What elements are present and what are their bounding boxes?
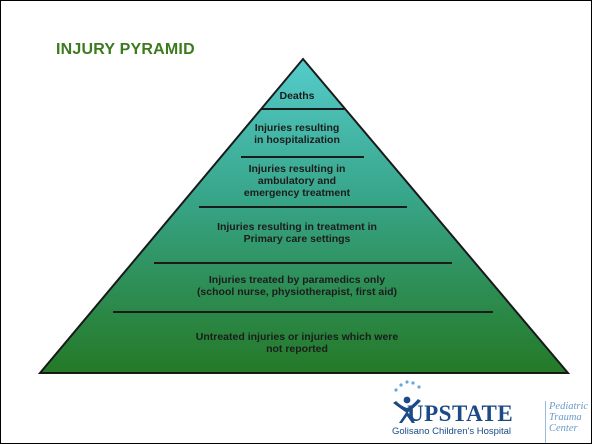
- level-line: (school nurse, physiotherapist, first ai…: [196, 286, 398, 298]
- pyramid-shade: [40, 59, 568, 373]
- pyramid-dividers: [113, 108, 493, 313]
- logo-tag-line: Pediatric: [549, 401, 589, 412]
- level-line: Deaths: [279, 90, 315, 102]
- level-deaths: Deaths: [1, 90, 591, 102]
- level-line: not reported: [266, 343, 328, 355]
- logo-tagline: Pediatric Trauma Center: [549, 401, 588, 434]
- level-line: Primary care settings: [243, 233, 351, 245]
- upstate-logo: UPSTATE Golisano Children's Hospital Ped…: [385, 379, 591, 443]
- level-line: Untreated injuries or injuries which wer…: [195, 331, 399, 343]
- level-line: Injuries resulting in treatment in: [217, 221, 377, 233]
- slide-title: INJURY PYRAMID: [56, 41, 195, 58]
- level-line: emergency treatment: [243, 187, 351, 199]
- level-hospitalization: Injuries resulting in hospitalization: [1, 122, 591, 146]
- level-primary-care: Injuries resulting in treatment in Prima…: [1, 221, 591, 245]
- level-line: in hospitalization: [254, 134, 340, 146]
- child-figure-icon: [393, 380, 421, 423]
- level-ambulatory: Injuries resulting in ambulatory and eme…: [1, 163, 591, 199]
- logo-wordmark: UPSTATE: [407, 401, 514, 426]
- level-line: Injuries resulting: [254, 122, 340, 134]
- level-untreated: Untreated injuries or injuries which wer…: [1, 331, 591, 355]
- level-line: ambulatory and: [257, 175, 337, 187]
- level-line: Injuries treated by paramedics only: [208, 274, 386, 286]
- logo-tag-line: Trauma: [549, 412, 582, 423]
- logo-subtitle: Golisano Children's Hospital: [392, 426, 512, 437]
- logo-divider: [545, 401, 546, 443]
- logo-tag-line: Center: [549, 423, 578, 434]
- level-paramedics: Injuries treated by paramedics only (sch…: [1, 274, 591, 298]
- level-line: Injuries resulting in: [248, 163, 346, 175]
